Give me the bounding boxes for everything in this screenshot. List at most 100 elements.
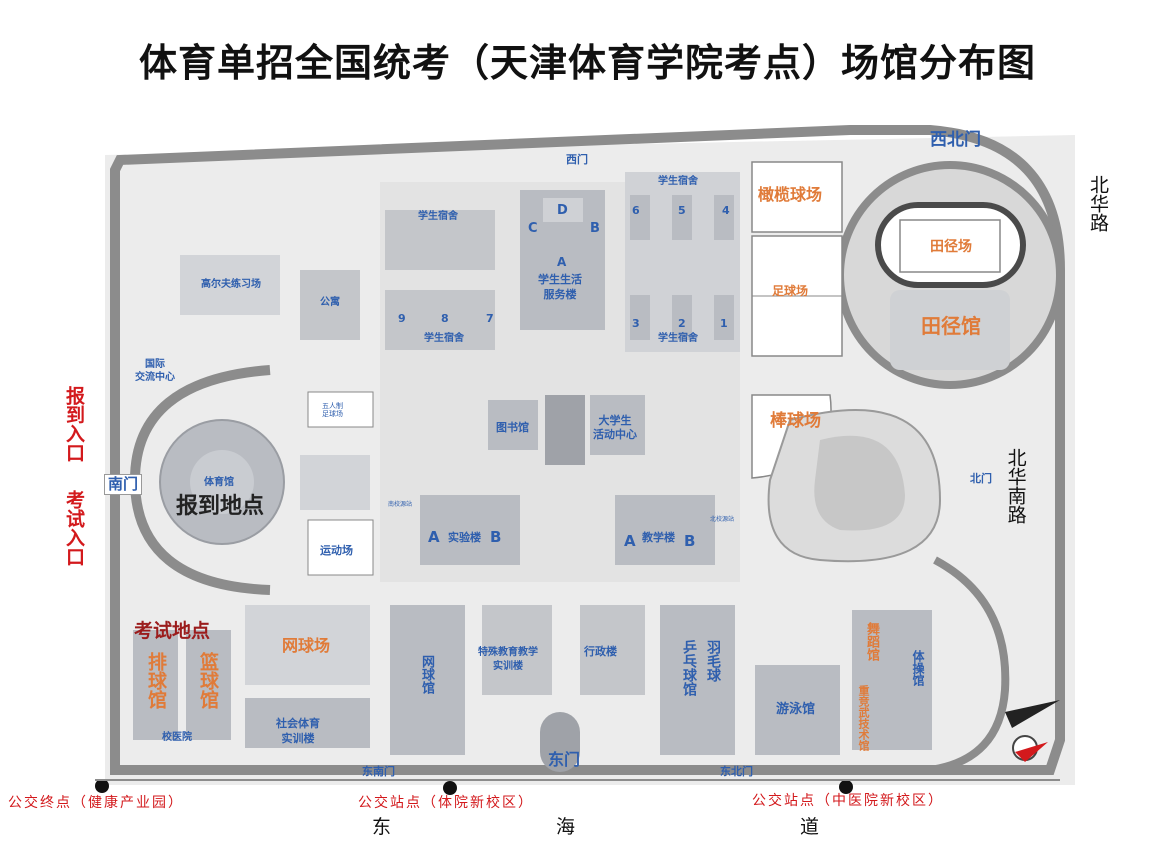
building-d: [543, 198, 583, 222]
exam-entrance: 考试入口: [63, 490, 85, 566]
dorm-number-9: 9: [398, 312, 406, 325]
special-edu-label: 特殊教育教学 实训楼: [478, 647, 538, 672]
rugby-label: 橄榄球场: [758, 185, 823, 204]
dorm-number-4: 4: [722, 204, 730, 217]
teaching-label: 教学楼: [642, 531, 675, 544]
north-gate-label: 北门: [970, 472, 992, 485]
dorm-2: [672, 295, 692, 340]
registration-entrance: 报到入口: [63, 386, 85, 462]
dorm-number-1: 1: [720, 317, 728, 330]
bus-dot-terminal: [95, 779, 109, 793]
pingpong-label: 乒乓球馆: [681, 640, 697, 696]
road-north-hua-south: 北华南路: [1004, 448, 1027, 524]
dorm-5: [672, 195, 692, 240]
dorm-top-left-label: 学生宿舍: [418, 211, 458, 222]
ring-road: [110, 125, 1065, 775]
dorm-block-top-left: [385, 210, 495, 270]
track-infield: [899, 219, 1001, 273]
tennis-courts: [245, 605, 370, 685]
clinic-label: 校医院: [162, 732, 192, 743]
baseball-label: 棒球场: [770, 411, 821, 431]
swimming-label: 游泳馆: [776, 702, 816, 717]
pingpong-building: [660, 605, 735, 755]
southeast-gate-label: 东南门: [362, 765, 395, 778]
dorm-mid-left-label: 学生宿舍: [424, 333, 464, 344]
building-a-label: A: [557, 255, 567, 269]
golf-label: 高尔夫练习场: [201, 279, 261, 290]
dorm-number-8: 8: [441, 312, 449, 325]
northwest-gate-label: 西北门: [930, 130, 981, 150]
admin-building: [580, 605, 645, 695]
east-arc: [929, 556, 1010, 774]
basketball-label: 篮球馆: [197, 652, 219, 709]
gymnastics-label: 体操馆: [911, 650, 925, 686]
dance-gym-building: [852, 610, 932, 750]
bus-stop-pe: 公交站点（体院新校区）: [358, 795, 534, 811]
volleyball-label: 排球馆: [145, 652, 167, 709]
registration-site: 报到地点: [176, 494, 265, 519]
dance-label: 舞蹈馆: [864, 622, 879, 661]
north-exp-label: 北校源站: [710, 516, 735, 523]
dorm-number-3: 3: [632, 317, 640, 330]
bus-dot-tcm: [839, 780, 853, 794]
special-edu-building: [482, 605, 552, 695]
dorm-number-5: 5: [678, 204, 686, 217]
map-title: 体育单招全国统考（天津体育学院考点）场馆分布图: [138, 41, 1036, 85]
activity-building: [590, 395, 645, 455]
student-service-label: 学生生活 服务楼: [538, 273, 582, 302]
library-building: [488, 400, 538, 450]
gym-label: 体育馆: [204, 477, 234, 488]
building-d-label: D: [557, 203, 568, 218]
road-east-hai-3: 道: [800, 816, 820, 838]
landscape-inner: [814, 435, 905, 531]
bus-dot-pe: [443, 781, 457, 795]
rugby-field: [751, 161, 843, 233]
sports-field-label: 运动场: [320, 544, 353, 557]
teaching-building: [615, 495, 715, 565]
weightlifting-label: 重竞武技术馆: [857, 685, 870, 751]
teach-a-label: A: [624, 532, 636, 550]
building-b-label: B: [590, 221, 600, 236]
golf-range: [180, 255, 280, 315]
dorm-number-6: 6: [632, 204, 640, 217]
exam-site: 考试地点: [134, 620, 211, 642]
bus-stop-tcm: 公交站点（中医院新校区）: [752, 793, 944, 809]
compass-needle: [1015, 742, 1048, 762]
tennis-hall-building: [390, 605, 465, 755]
dorm-top-right-label: 学生宿舍: [658, 176, 698, 187]
apartment-label: 公寓: [320, 297, 340, 308]
dorm-4: [714, 195, 734, 240]
five-a-side-block: [307, 391, 374, 428]
gym-center: [190, 450, 254, 514]
basketball-hall: [186, 630, 231, 740]
football-label: 足球场: [772, 284, 809, 298]
social-sport-label: 社会体育 实训楼: [276, 717, 320, 746]
road-north-hua: 北华路: [1087, 175, 1109, 232]
dorm-6: [630, 195, 650, 240]
social-sport-building: [245, 698, 370, 748]
swimming-building: [755, 665, 840, 755]
bus-terminal: 公交终点（健康产业园）: [8, 795, 184, 811]
road-east-hai-1: 东: [372, 816, 392, 838]
volleyball-hall: [133, 630, 178, 740]
teach-b-label: B: [684, 532, 696, 550]
south-gate-label: 南门: [104, 474, 143, 495]
dorm-block-mid-left: [385, 290, 495, 350]
lab-label: 实验楼: [448, 531, 481, 544]
south-exp-label: 南校源站: [388, 501, 413, 508]
dorm-1: [714, 295, 734, 340]
west-gate-label: 西门: [566, 153, 588, 166]
tennis-court-label: 网球场: [282, 636, 331, 655]
track-hall-bg: [890, 290, 1010, 370]
dorm-mid-right-label: 学生宿舍: [658, 333, 698, 344]
central-plaza: [545, 395, 585, 465]
five-a-side-label: 五人制 足球场: [322, 402, 343, 419]
library-label: 图书馆: [496, 421, 529, 434]
bleacher-block: [300, 455, 370, 510]
east-gate-label: 东门: [548, 750, 581, 769]
east-gate-plaza: [540, 712, 580, 772]
dorm-number-7: 7: [486, 312, 494, 325]
badminton-label: 羽毛球: [705, 640, 721, 682]
admin-label: 行政楼: [584, 645, 617, 658]
